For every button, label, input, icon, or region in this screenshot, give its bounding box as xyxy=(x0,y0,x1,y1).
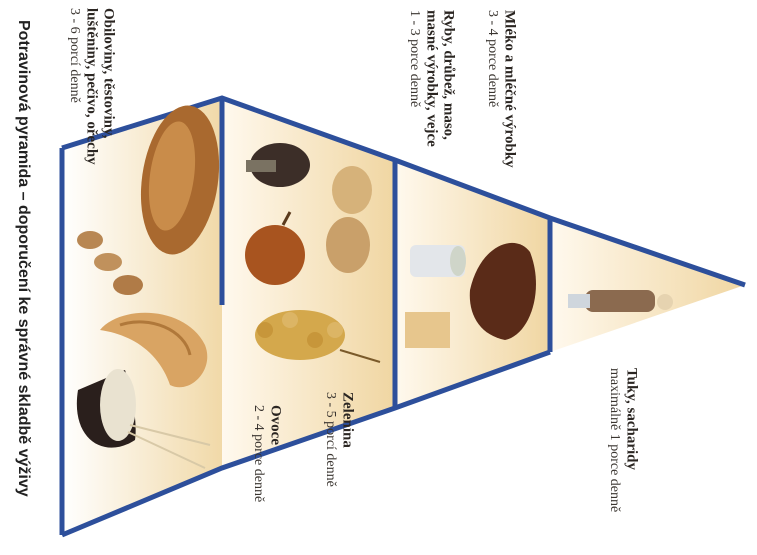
tier-servings: 3 - 4 porce denně xyxy=(484,10,500,168)
tier-name: Zelenina xyxy=(338,392,355,487)
tier-vegetables-fruit-shape xyxy=(222,98,395,468)
tier-name: Ryby, drůbež, maso, masné výrobky, vejce xyxy=(422,10,457,160)
tier-name: Ovoce xyxy=(266,405,283,502)
tier-servings: maximálně 1 porce denně xyxy=(606,368,622,512)
tier-servings: 3 - 5 porcí denně xyxy=(322,392,338,487)
yogurt-cup-image xyxy=(410,245,466,277)
tier-servings: 2 - 4 porce denně xyxy=(250,405,266,502)
tier-name: Tuky, sacharidy xyxy=(622,368,639,512)
cheese-image xyxy=(405,312,450,348)
tier-fruit-label: Ovoce 2 - 4 porce denně xyxy=(250,405,283,502)
tier-servings: 1 - 3 porce denně xyxy=(406,10,422,160)
tier-meat-label: Ryby, drůbež, maso, masné výrobky, vejce… xyxy=(406,10,457,160)
tier-fats-shape xyxy=(550,218,745,352)
tier-grains-label: Obiloviny, těstoviny, luštěniny, pečivo,… xyxy=(66,8,117,188)
tier-fats-label: Tuky, sacharidy maximálně 1 porce denně xyxy=(606,368,639,512)
page-title: Potravinová pyramida – doporučení ke spr… xyxy=(14,20,32,497)
tier-servings: 3 - 6 porcí denně xyxy=(66,8,82,188)
tier-name: Obiloviny, těstoviny, luštěniny, pečivo,… xyxy=(82,8,117,188)
tier-name: Mléko a mléčné výrobky xyxy=(500,10,517,168)
tier-dairy-label: Mléko a mléčné výrobky 3 - 4 porce denně xyxy=(484,10,517,168)
tier-vegetables-label: Zelenina 3 - 5 porcí denně xyxy=(322,392,355,487)
